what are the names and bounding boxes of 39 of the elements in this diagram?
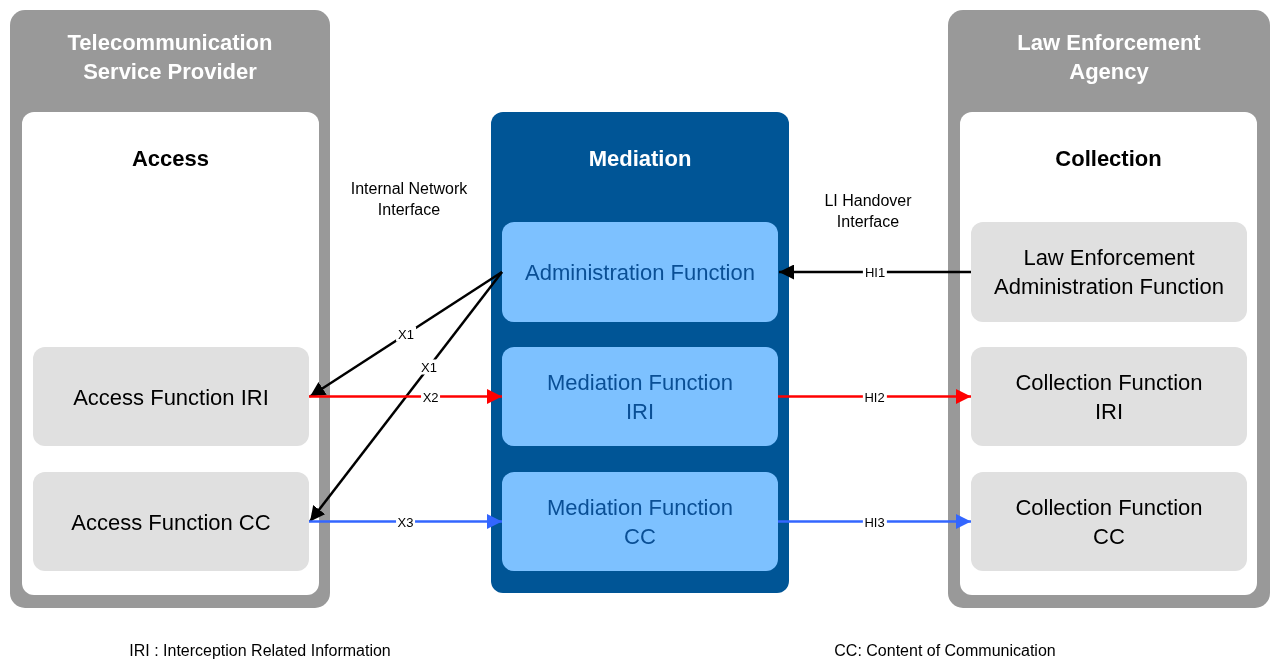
function-box (33, 472, 309, 571)
interface-label: LI Handover Interface (823, 191, 913, 232)
function-box (971, 347, 1247, 446)
function-label: Administration Function (524, 258, 756, 287)
arrow (309, 271, 503, 523)
panel-heading: Law Enforcement Agency (1016, 29, 1202, 86)
section-panel (960, 112, 1257, 595)
arrow (778, 389, 971, 404)
section-heading: Mediation (587, 145, 693, 173)
organization-panel (10, 10, 330, 608)
panel-heading: Telecommunication Service Provider (66, 29, 274, 86)
function-box (971, 472, 1247, 571)
arrow (779, 264, 971, 280)
footnote: CC: Content of Communication (833, 641, 1057, 661)
function-box (502, 222, 778, 322)
function-box (502, 472, 778, 571)
function-label: Access Function CC (70, 508, 272, 536)
function-label: Access Function IRI (72, 383, 270, 411)
function-box (971, 222, 1247, 322)
function-box (33, 347, 309, 446)
section-heading: Collection (1054, 145, 1163, 173)
function-label: Collection Function CC (1014, 493, 1204, 551)
mediation-panel (491, 112, 789, 593)
footnote: IRI : Interception Related Information (128, 641, 392, 661)
function-label: Collection Function IRI (1014, 368, 1204, 426)
arrow (309, 514, 502, 529)
function-label: Law Enforcement Administration Function (993, 244, 1225, 301)
arrow (778, 514, 971, 529)
edge-label: X1 (396, 326, 416, 342)
edge-label: X1 (419, 359, 439, 375)
function-box (502, 347, 778, 446)
organization-panel (948, 10, 1270, 608)
function-label: Mediation Function IRI (546, 368, 734, 426)
interface-label: Internal Network Interface (350, 179, 468, 220)
section-panel (22, 112, 319, 595)
section-heading: Access (130, 145, 211, 173)
function-label: Mediation Function CC (546, 493, 734, 551)
arrow (309, 389, 502, 404)
arrow (309, 270, 503, 398)
